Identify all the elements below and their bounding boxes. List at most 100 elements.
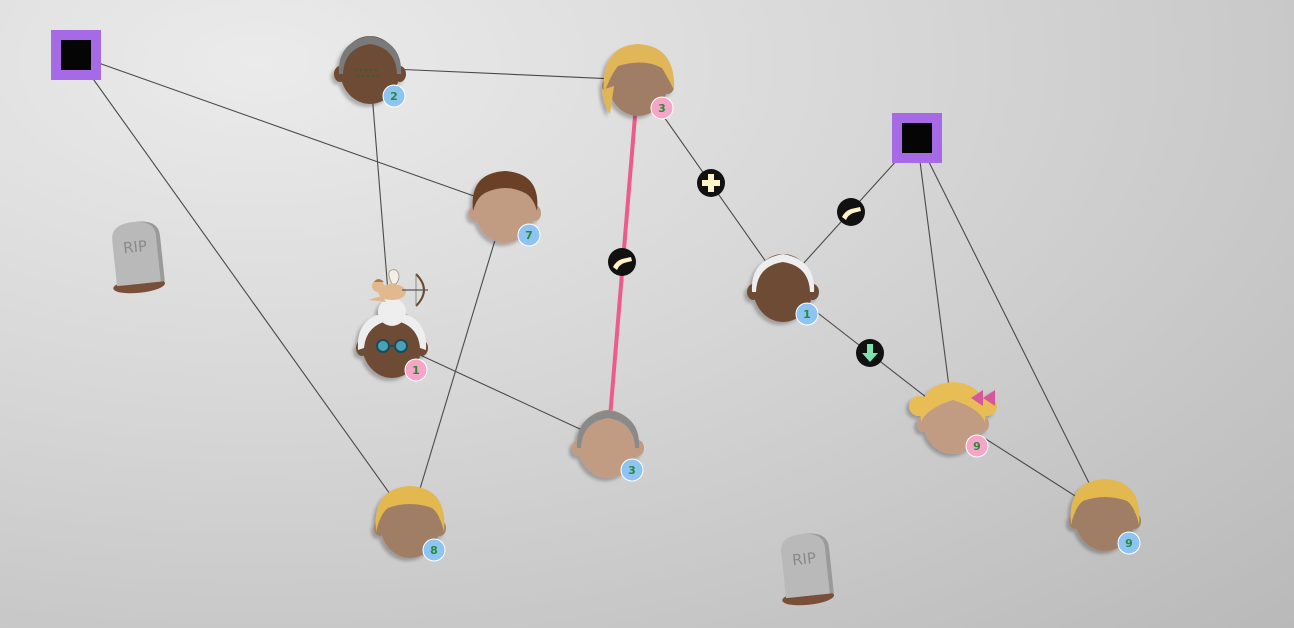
hair-bow [971, 390, 995, 406]
stubble-dot [376, 74, 380, 78]
plus-glyph [702, 174, 720, 192]
stubble-dot [356, 74, 360, 78]
hair [920, 382, 986, 422]
head [608, 48, 668, 116]
link-v4-v5 [391, 341, 609, 443]
badge-number: 3 [628, 464, 636, 477]
tombstone-stone [112, 221, 161, 287]
tombstones-layer: RIP RIP [112, 221, 835, 606]
stubble-dot [361, 74, 365, 78]
arrow-down-glyph [862, 344, 878, 362]
arrow-down-icon[interactable] [856, 339, 884, 367]
link-sq1-v8 [75, 54, 411, 523]
hair-lock [602, 86, 614, 114]
gun-icon[interactable] [837, 198, 865, 226]
badge-circle [404, 358, 428, 382]
villager-v7[interactable] [909, 382, 997, 454]
hair [472, 171, 538, 211]
cupid-leg [368, 296, 386, 302]
plus-icon[interactable] [697, 169, 725, 197]
villager-v4[interactable] [356, 298, 428, 378]
tombstone-label: RIP [791, 549, 817, 569]
villager-badge-v7: 9 [965, 434, 989, 458]
badge-circle [795, 302, 819, 326]
square-core [61, 40, 91, 70]
hair [576, 410, 640, 448]
tombstone-label: RIP [122, 237, 148, 257]
cupid-wing [388, 269, 400, 285]
glasses-lens-left [376, 339, 390, 353]
hair [603, 44, 675, 94]
glasses-lens-right [394, 339, 408, 353]
stubble-dot [366, 74, 370, 78]
nodes-layer: 2 3 7 1 3 1 9 8 9 [51, 30, 1141, 562]
badge-number: 8 [430, 544, 438, 557]
badge-number: 2 [390, 90, 398, 103]
badge-circle [517, 223, 541, 247]
villager-v6[interactable] [747, 254, 819, 322]
tombstone-stone [781, 533, 830, 599]
link-v3-v8 [409, 206, 506, 523]
link-sq1-v3 [75, 54, 506, 208]
badge-number: 7 [525, 229, 533, 242]
badge-number: 9 [973, 440, 981, 453]
badge-circle [422, 538, 446, 562]
villager-badge-v5: 3 [620, 458, 644, 482]
badge-number: 1 [412, 364, 420, 377]
badge-circle [965, 434, 989, 458]
gun-glyph [842, 207, 861, 220]
gun-icon[interactable] [608, 248, 636, 276]
hair [357, 312, 427, 350]
tombstone-t2: RIP [781, 533, 835, 606]
stubble-dot [371, 74, 375, 78]
tokens-layer [608, 169, 884, 367]
head [753, 254, 813, 322]
villager-v2[interactable] [602, 44, 675, 116]
link-v1-v2 [369, 67, 639, 81]
link-sq2-v9 [916, 137, 1106, 516]
villager-badge-v2: 3 [650, 96, 674, 120]
head [475, 175, 535, 243]
cupid-head [372, 280, 384, 292]
head [578, 410, 638, 478]
villager-badge-v4: 1 [404, 358, 428, 382]
cupid-layer [368, 269, 428, 307]
badge-circle [650, 96, 674, 120]
villager-v3[interactable] [469, 171, 541, 243]
villager-badge-v8: 8 [422, 538, 446, 562]
stubble-dot [364, 68, 368, 72]
hair [338, 36, 402, 74]
villager-v5[interactable] [572, 410, 644, 478]
stubble-dot [354, 68, 358, 72]
badge-number: 1 [803, 308, 811, 321]
link-sq2-v7 [916, 137, 954, 419]
head [1075, 483, 1135, 551]
villager-v9[interactable] [1069, 479, 1141, 551]
stubble-dot [374, 68, 378, 72]
tombstone-t1: RIP [112, 221, 166, 294]
square-node-sq2[interactable] [892, 113, 942, 163]
cupid-icon [368, 269, 428, 307]
villager-badge-v1: 2 [382, 84, 406, 108]
badge-circle [382, 84, 406, 108]
badge-number: 9 [1125, 537, 1133, 550]
cupid-hair [374, 279, 384, 282]
villager-badge-v6: 1 [795, 302, 819, 326]
stubble-dot [369, 68, 373, 72]
badge-circle [1117, 531, 1141, 555]
hair [375, 486, 445, 532]
badge-number: 3 [658, 102, 666, 115]
stubble-dot [359, 68, 363, 72]
cupid-body [378, 284, 406, 300]
badge-circle [620, 458, 644, 482]
villager-badge-v9: 9 [1117, 531, 1141, 555]
hair [751, 254, 815, 292]
villager-v8[interactable] [374, 486, 446, 558]
villager-badge-v3: 7 [517, 223, 541, 247]
villager-v1[interactable] [334, 36, 406, 104]
gun-glyph [613, 257, 632, 270]
pigtail-left [909, 396, 929, 416]
square-node-sq1[interactable] [51, 30, 101, 80]
head [362, 310, 422, 378]
